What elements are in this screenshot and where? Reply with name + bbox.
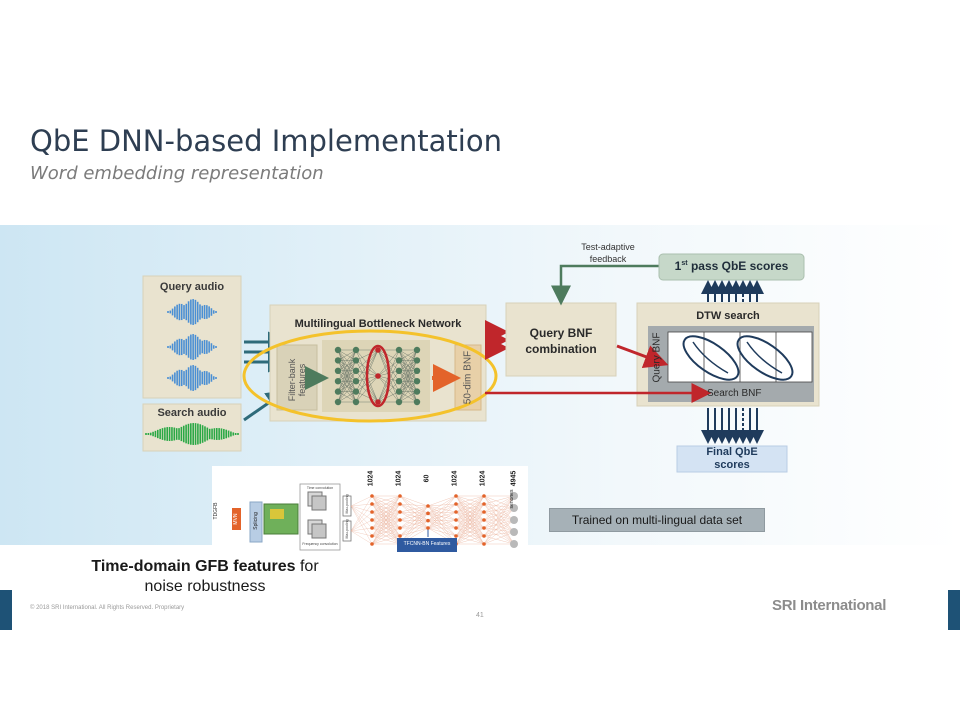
dtw-search-label: DTW search (696, 310, 760, 322)
tfcnn-nodes (370, 492, 518, 548)
slide-title: QbE DNN-based Implementation (30, 124, 502, 158)
query-waveform-2 (167, 334, 217, 360)
feature-extraction-highlight (242, 329, 498, 423)
test-adaptive-line2: feedback (589, 254, 627, 264)
brand-logo: SRI International (772, 597, 887, 614)
bn-features-label: TFCNN-BN Features (403, 541, 451, 547)
bn-features-bar (397, 538, 457, 552)
footer-accent-right (948, 590, 960, 630)
max-pool-top-label: Max-pooling (345, 494, 349, 514)
first-pass-superscript: st (681, 260, 688, 267)
final-scores-line2: scores (714, 459, 750, 471)
page-number: 41 (476, 612, 484, 619)
time-conv-map-2 (311, 495, 327, 511)
dtw-to-first-pass-arrows (701, 280, 764, 302)
caption-bold: Time-domain GFB features (91, 558, 296, 575)
max-pool-bottom-label: Max-pooling (345, 519, 349, 539)
footer-accent-left (0, 590, 12, 630)
dtw-match-1 (682, 335, 740, 381)
network-title: Multilingual Bottleneck Network (294, 318, 462, 330)
dtw-match-2 (736, 335, 794, 381)
bnf-to-combination-arrows (485, 320, 509, 360)
combination-label-line2: combination (525, 342, 597, 356)
filter-bank-label-line2: features (297, 363, 307, 397)
senones-label: senones (509, 489, 515, 509)
input-label: TDGFB (213, 502, 219, 520)
caption-line1: Time-domain GFB features for (70, 557, 340, 577)
dnn-nodes (334, 346, 421, 406)
query-waveforms (167, 299, 217, 391)
up-arrow-lines (701, 280, 764, 302)
first-pass-text: pass QbE scores (690, 259, 789, 273)
tfcnn-graphic (232, 483, 518, 552)
down-arrow-lines (701, 408, 764, 444)
mvn-label: MVN (233, 513, 239, 525)
test-adaptive-feedback-arrow (551, 264, 659, 306)
bottleneck-highlight (365, 344, 391, 408)
query-bnf-axis-label: Query BNF (651, 332, 663, 383)
mvn-block (232, 508, 241, 530)
search-audio-label: Search audio (157, 407, 227, 419)
search-audio-box (142, 403, 242, 452)
test-adaptive-line1: Test-adaptive (581, 242, 635, 252)
layer-size-2: 1024 (395, 470, 403, 487)
dtw-grid-lines (703, 332, 777, 382)
layer-size-3: 60 (423, 474, 431, 483)
trained-label: Trained on multi-lingual data set (549, 508, 765, 532)
slide-subtitle: Word embedding representation (30, 163, 324, 184)
search-bnf-axis-label: Search BNF (707, 388, 762, 399)
dnn-edges (337, 349, 418, 403)
search-waveform (145, 423, 239, 445)
query-audio-label: Query audio (159, 281, 225, 293)
freq-conv-label: Frequency convolution (302, 542, 338, 546)
caption: Time-domain GFB features for noise robus… (70, 557, 340, 597)
search-waveform-bars (145, 423, 239, 445)
query-waveform-3 (167, 365, 217, 391)
tfcnn-inset: TDGFB MVN Splicing Time convolution Freq… (212, 466, 528, 570)
dtw-to-final-scores-arrows (701, 408, 764, 444)
layer-size-1: 1024 (367, 470, 375, 487)
test-adaptive-label: Test-adaptive feedback (560, 241, 656, 265)
filter-bank-label: Filter-bank features (287, 351, 307, 409)
caption-line2: noise robustness (144, 578, 266, 595)
dnn-graphic (334, 346, 421, 406)
tfcnn-edges (350, 495, 515, 545)
splicing-label: Splicing (253, 512, 259, 530)
combination-label-line1: Query BNF (529, 326, 593, 340)
footer-copyright: © 2018 SRI International. All Rights Res… (30, 605, 185, 611)
final-scores-label: Final QbE scores (677, 446, 787, 472)
time-conv-label: Time convolution (306, 486, 334, 490)
dtw-path-2 (746, 341, 783, 374)
query-bnf-combination-box (505, 302, 617, 377)
caption-rest: for (295, 558, 319, 575)
first-pass-scores-label: 1st pass QbE scores (659, 259, 804, 273)
final-scores-box (676, 445, 788, 473)
query-audio-box (142, 275, 242, 399)
combination-to-dtw-arrow (616, 344, 669, 369)
bnf-label: 50-dim BNF (462, 350, 474, 405)
splicing-block (249, 501, 263, 543)
convolution-frame (299, 483, 341, 551)
query-waveform-1 (167, 299, 217, 325)
freq-conv-map-2 (311, 523, 327, 539)
layer-size-4: 1024 (451, 470, 459, 487)
query-bnf-combination-label: Query BNF combination (506, 325, 616, 357)
spectrogram-highlight (270, 509, 284, 519)
first-pass-number: 1 (674, 259, 682, 273)
final-scores-line1: Final QbE (706, 446, 758, 458)
layer-size-5: 1024 (479, 470, 487, 487)
filter-bank-label-line1: Filter-bank (287, 358, 297, 402)
dtw-path-1 (692, 341, 729, 374)
tfcnn-layers (350, 492, 518, 548)
